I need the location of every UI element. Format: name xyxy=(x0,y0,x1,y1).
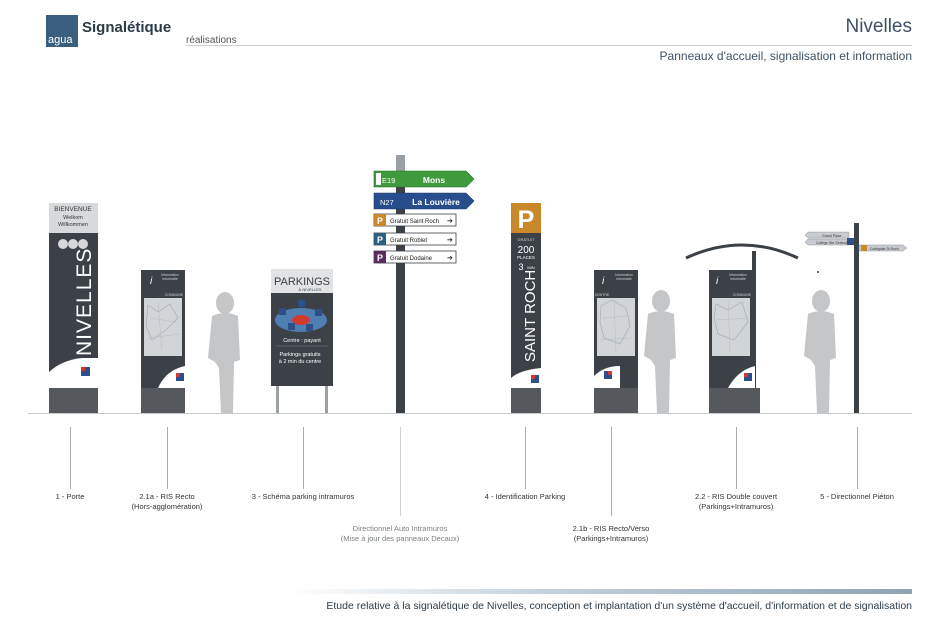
parking-board-line3: à 2 min du centre xyxy=(279,359,322,365)
svg-text:➔: ➔ xyxy=(447,255,453,262)
label-ris-recto-verso: 2.1b - RIS Recto/Verso (Parkings+Intramu… xyxy=(572,524,650,543)
porte-word-3: Willkommen xyxy=(58,222,88,228)
label-pedestrian: 5 - Directionnel Piéton xyxy=(820,492,894,501)
leader-line-2 xyxy=(167,427,168,489)
header-divider xyxy=(186,45,912,46)
ground-line xyxy=(28,413,912,414)
label-ris-double: 2.2 - RIS Double couvert (Parkings+Intra… xyxy=(694,492,778,511)
pieton-right: Collégiale St Roch xyxy=(870,247,899,251)
agua-logo xyxy=(46,15,78,47)
svg-text:➔: ➔ xyxy=(447,218,453,225)
label-parking-scheme: 3 - Schéma parking intramuros xyxy=(251,492,355,501)
label-porte: 1 - Porte xyxy=(55,492,85,501)
svg-text:i: i xyxy=(602,276,605,287)
pedestrian-directional-post: Grand Place Collège Ste Gertrude Collégi… xyxy=(804,223,908,413)
footer-gradient-bar xyxy=(290,589,912,594)
leader-line-7 xyxy=(736,427,737,489)
svg-text:P: P xyxy=(377,253,383,263)
directional-auto-post: E19 Mons N27 La Louvière P Gratuit Saint… xyxy=(373,155,475,413)
ris-c-info1: Information xyxy=(729,273,747,277)
svg-text:i: i xyxy=(150,276,153,287)
ris-c-commune: COMMUNE xyxy=(733,293,752,297)
svg-text:i: i xyxy=(716,276,719,287)
parking-board-subtitle: À NIVELLES xyxy=(299,287,322,292)
svg-text:➔: ➔ xyxy=(447,237,453,244)
ris-recto-panel: i Information informatie COMMUNE xyxy=(141,270,185,413)
person-silhouette-3 xyxy=(804,290,836,413)
arrow-code-2: N27 xyxy=(380,198,394,207)
parking-plate-1: Gratuit Saint Roch xyxy=(390,219,439,225)
pieton-left-1: Grand Place xyxy=(822,234,842,238)
ris-c-info2: informatie xyxy=(730,277,745,281)
person-silhouette-2 xyxy=(644,290,676,413)
ris-a-info2: informatie xyxy=(162,277,177,281)
parking-totem-places-num: 200 xyxy=(518,245,535,256)
parking-totem-places: PLACES xyxy=(517,255,535,260)
ris-b-info1: Information xyxy=(615,273,633,277)
ris-b-centre: CENTRE xyxy=(595,293,610,297)
parking-totem-min-unit: MIN xyxy=(527,265,534,270)
arrow-dest-2: La Louvière xyxy=(412,197,460,207)
porte-totem: BIENVENUE Welkom Willkommen NIVELLES xyxy=(49,203,98,413)
parking-totem-minutes: 3 xyxy=(518,262,523,272)
logo-text: agua xyxy=(48,34,73,46)
leader-line-3 xyxy=(303,427,304,489)
parking-scheme-board: PARKINGS À NIVELLES Centre : payant Park… xyxy=(271,269,333,413)
footer-text: Etude relative à la signalétique de Nive… xyxy=(326,600,912,612)
porte-word-2: Welkom xyxy=(63,215,83,221)
page-subtitle: Panneaux d'accueil, signalisation et inf… xyxy=(659,49,912,63)
svg-text:P: P xyxy=(377,216,383,226)
leader-line-8 xyxy=(857,427,858,489)
label-ris-recto: 2.1a - RIS Recto (Hors-agglomération) xyxy=(131,492,203,511)
arrow-code-1: E19 xyxy=(382,176,395,185)
porte-word-1: BIENVENUE xyxy=(54,206,92,213)
parking-totem-name: SAINT ROCH xyxy=(522,270,539,362)
parking-board-title: PARKINGS xyxy=(274,276,330,288)
leader-line-6 xyxy=(611,427,612,516)
brand-title: Signalétique xyxy=(82,19,172,36)
porte-name: NIVELLES xyxy=(73,248,96,356)
parking-plate-2: Gratuit Roblet xyxy=(390,238,427,244)
page-title: Nivelles xyxy=(845,16,912,37)
svg-text:P: P xyxy=(377,235,383,245)
label-directional-auto: Directionnel Auto Intramuros (Mise à jou… xyxy=(340,524,460,543)
ris-double-covered-panel: i Information informatie COMMUNE xyxy=(685,243,799,413)
leader-line-1 xyxy=(70,427,71,489)
label-parking-identification: 4 - Identification Parking xyxy=(484,492,566,501)
ris-a-info1: Information xyxy=(161,273,179,277)
ris-recto-verso-panel: i Information informatie CENTRE xyxy=(594,270,638,413)
parking-board-line2: Parkings gratuits xyxy=(280,352,321,358)
ris-b-info2: informatie xyxy=(616,277,631,281)
section-label: réalisations xyxy=(186,35,237,46)
parking-board-line1: Centre : payant xyxy=(283,338,321,344)
arrow-dest-1: Mons xyxy=(423,175,445,185)
pieton-left-2: Collège Ste Gertrude xyxy=(816,241,849,245)
leader-line-4 xyxy=(400,427,401,516)
parking-plate-3: Gratuit Dodaine xyxy=(390,256,433,262)
parking-totem-gratuit: GRATUIT xyxy=(517,237,535,242)
parking-totem-letter: P xyxy=(518,206,535,234)
person-silhouette-1 xyxy=(208,292,240,413)
ris-a-commune: COMMUNE xyxy=(165,293,184,297)
leader-line-5 xyxy=(525,427,526,489)
parking-totem: P GRATUIT 200 PLACES 3 MIN SAINT ROCH xyxy=(511,203,541,413)
